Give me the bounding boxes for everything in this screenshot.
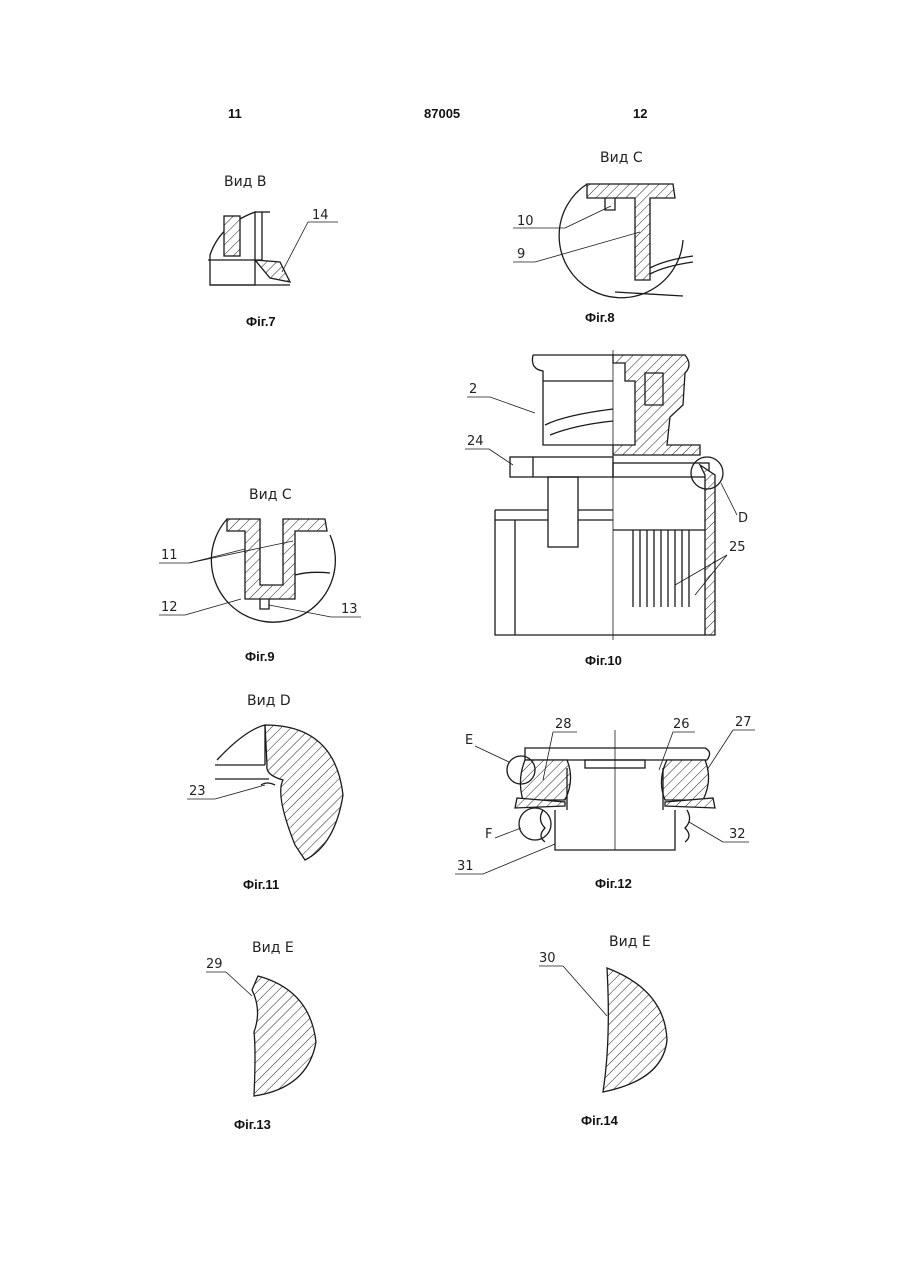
callout-27: 27 xyxy=(735,715,752,730)
callout-E: E xyxy=(465,733,473,748)
callout-D: D xyxy=(738,511,748,526)
callout-9: 9 xyxy=(517,247,525,262)
figure-11: Вид D 23 Фіг.11 xyxy=(175,685,365,895)
figure-label: Фіг.13 xyxy=(234,1117,271,1132)
callout-26: 26 xyxy=(673,717,690,732)
figure-label: Фіг.10 xyxy=(585,653,622,668)
figure-label: Фіг.12 xyxy=(595,876,632,891)
figure-12: E 28 26 27 F 32 31 Фіг.12 xyxy=(445,710,765,900)
callout-12: 12 xyxy=(161,600,178,615)
callout-2: 2 xyxy=(469,382,477,397)
patent-number: 87005 xyxy=(424,106,460,121)
callout-11: 11 xyxy=(161,548,178,563)
view-title: Вид С xyxy=(600,150,643,166)
view-title: Вид В xyxy=(224,174,266,190)
figure-label: Фіг.9 xyxy=(245,649,275,664)
callout-25: 25 xyxy=(729,540,746,555)
page-number-right: 12 xyxy=(633,106,647,121)
figure-9: Вид С 11 12 13 Фіг.9 xyxy=(145,475,365,675)
callout-24: 24 xyxy=(467,434,484,449)
figure-13: Вид E 29 Фіг.13 xyxy=(190,920,340,1135)
callout-32: 32 xyxy=(729,827,746,842)
figure-8: Вид С 10 9 Фіг.8 xyxy=(505,140,705,335)
view-title: Вид С xyxy=(249,487,292,503)
figure-label: Фіг.11 xyxy=(243,877,279,892)
callout-14: 14 xyxy=(312,208,329,223)
callout-31: 31 xyxy=(457,859,474,874)
figure-7: Вид В 14 Фіг.7 xyxy=(200,160,350,340)
callout-F: F xyxy=(485,827,492,842)
figure-label: Фіг.7 xyxy=(246,314,276,329)
figure-14: Вид E 30 Фіг.14 xyxy=(525,920,685,1135)
callout-30: 30 xyxy=(539,951,556,966)
callout-10: 10 xyxy=(517,214,534,229)
figure-label: Фіг.14 xyxy=(581,1113,618,1128)
callout-13: 13 xyxy=(341,602,358,617)
callout-23: 23 xyxy=(189,784,206,799)
callout-28: 28 xyxy=(555,717,572,732)
callout-29: 29 xyxy=(206,957,223,972)
figure-label: Фіг.8 xyxy=(585,310,615,325)
view-title: Вид E xyxy=(252,940,294,956)
figure-10: D 2 24 25 Фіг.10 xyxy=(455,345,765,675)
view-title: Вид E xyxy=(609,934,651,950)
view-title: Вид D xyxy=(247,693,291,709)
page-number-left: 11 xyxy=(228,106,242,121)
